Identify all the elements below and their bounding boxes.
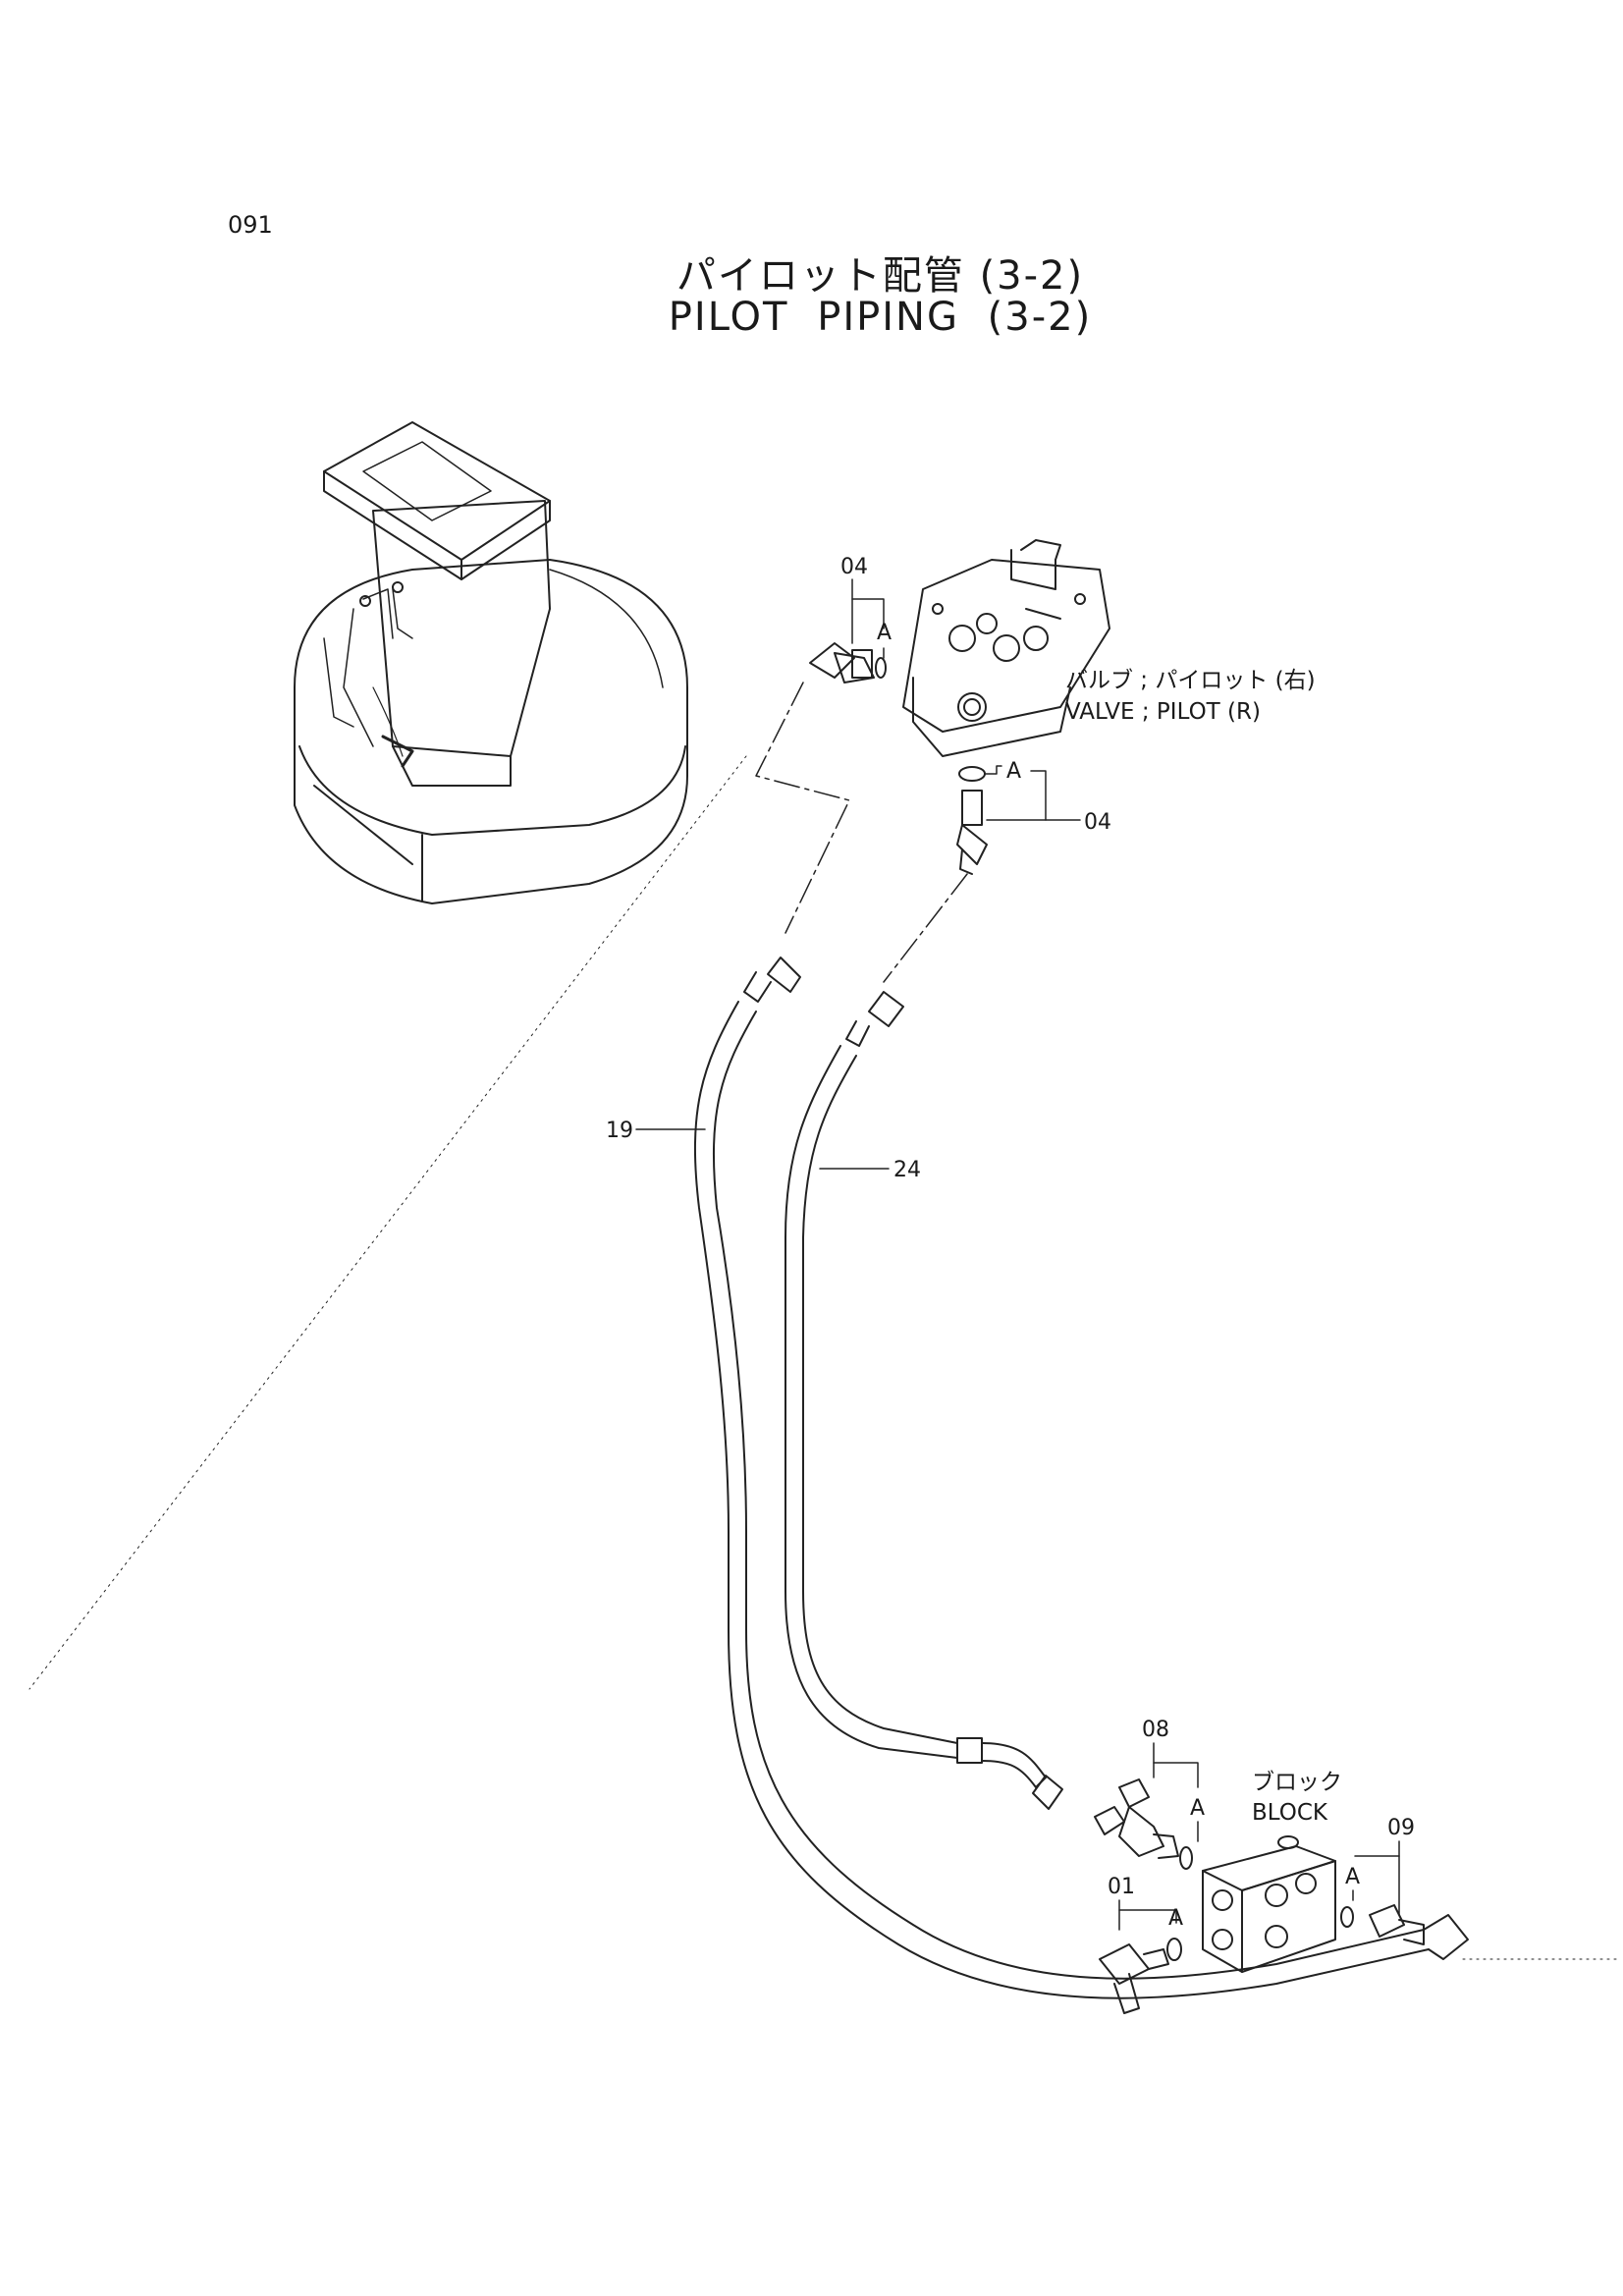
diagram-title-english: PILOT PIPING (3-2) (668, 295, 1093, 340)
hose-24 (784, 991, 1063, 1810)
elbow-fitting-01 (1099, 1938, 1182, 2014)
block-label-english: BLOCK (1252, 1800, 1328, 1826)
valve-label-japanese: バルブ ; パイロット (右) (1065, 668, 1316, 693)
machine-overview-illustration (294, 421, 688, 904)
callout-08: 08 (1142, 1718, 1169, 1742)
callout-19: 19 (606, 1119, 633, 1143)
hose-19 (694, 957, 1469, 1999)
callout-01: 01 (1108, 1875, 1135, 1899)
diagram-title-japanese: パイロット配管 (3-2) (676, 253, 1085, 299)
pilot-valve-illustration (902, 539, 1110, 757)
tee-fitting-08 (1094, 1778, 1193, 1870)
callout-oring-a: A (1190, 1796, 1205, 1821)
page-number: 091 (228, 211, 273, 239)
callout-oring-a: A (1006, 759, 1021, 784)
block-illustration (1202, 1835, 1336, 1973)
callout-09: 09 (1387, 1816, 1415, 1840)
connector-fitting-09 (1340, 1904, 1425, 1945)
callout-oring-a: A (1345, 1865, 1360, 1889)
callout-oring-a: A (1168, 1906, 1183, 1931)
callout-oring-a: A (877, 621, 892, 645)
elbow-fitting-04-top (809, 642, 887, 683)
block-label-japanese: ブロック (1252, 1770, 1342, 1795)
elbow-fitting-04-right (956, 766, 988, 875)
callout-leaders (635, 578, 1400, 1931)
callout-24: 24 (893, 1158, 921, 1182)
callout-04-right: 04 (1084, 810, 1111, 835)
valve-label-english: VALVE ; PILOT (R) (1065, 699, 1261, 725)
callout-04-top: 04 (840, 555, 868, 579)
